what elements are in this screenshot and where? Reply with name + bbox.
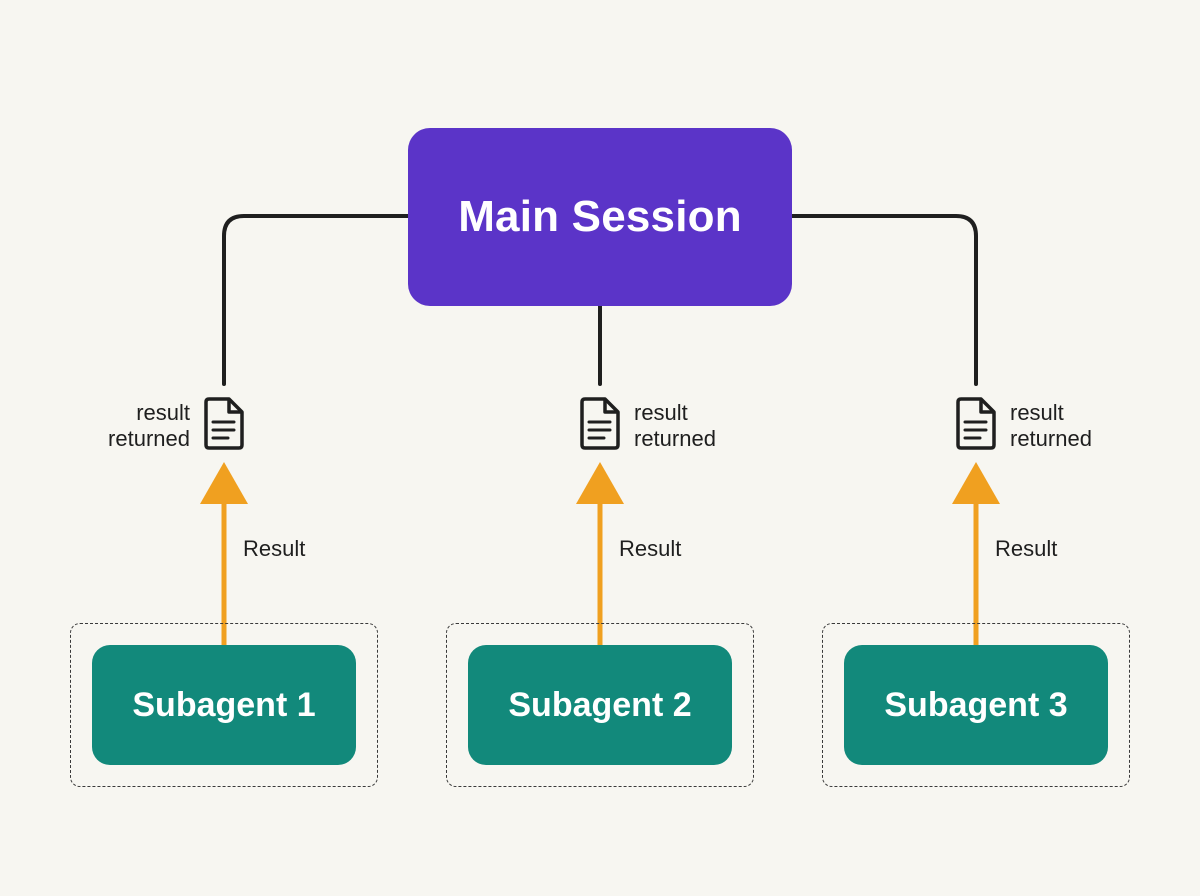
result-label-2: Result [619,536,682,561]
status-line2: returned [108,426,190,451]
result-arrow-3 [952,462,1000,645]
main-session-node[interactable]: Main Session [408,128,792,306]
subagent-node-3[interactable]: Subagent 3 [844,645,1108,765]
subagent-frame-1 [70,623,378,787]
arrow-up-icon [200,462,248,504]
subagent-label: Subagent 3 [884,685,1068,724]
document-icon [956,397,996,450]
arrow-up-icon [576,462,624,504]
subagent-frame-2 [446,623,754,787]
document-icon [580,397,620,450]
status-line1: result [136,400,190,425]
connector-line-3 [790,214,978,386]
subagent-frame-3 [822,623,1130,787]
subagent-node-2[interactable]: Subagent 2 [468,645,732,765]
subagent-label: Subagent 1 [132,685,316,724]
status-line2: returned [1010,426,1092,451]
arrow-up-icon [952,462,1000,504]
connector-line-1 [222,214,410,386]
result-arrow-1 [200,462,248,645]
subagent-label: Subagent 2 [508,685,692,724]
result-arrow-2 [576,462,624,645]
status-line1: result [1010,400,1064,425]
status-line2: returned [634,426,716,451]
main-session-label: Main Session [458,192,742,241]
result-label-3: Result [995,536,1058,561]
subagent-node-1[interactable]: Subagent 1 [92,645,356,765]
status-label-1: result returned [80,400,190,452]
status-label-2: result returned [634,400,716,452]
document-icon [204,397,244,450]
result-label-1: Result [243,536,306,561]
status-label-3: result returned [1010,400,1092,452]
status-line1: result [634,400,688,425]
